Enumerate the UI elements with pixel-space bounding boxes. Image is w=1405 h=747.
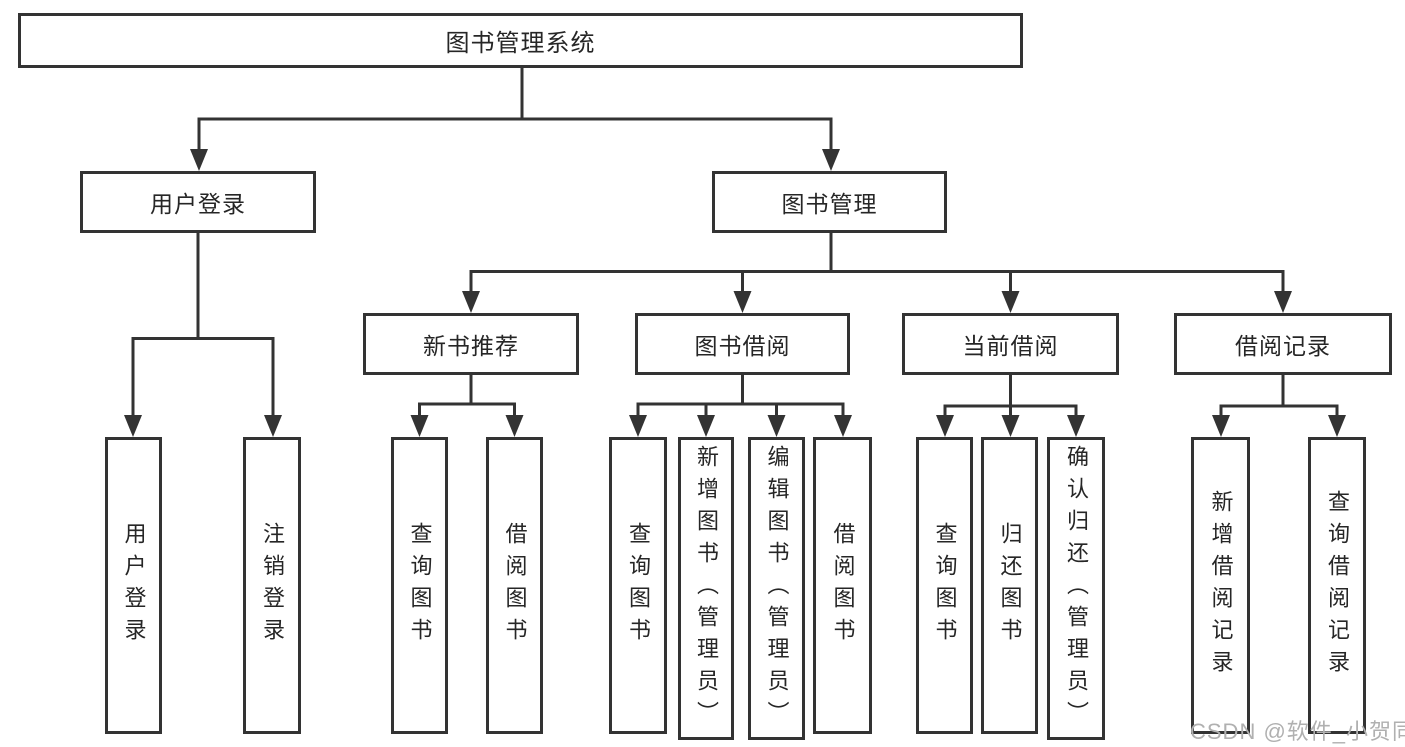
- leaf-confirm-return-admin-label: 确认归还（管理员）: [1064, 444, 1089, 733]
- leaf-logout-label: 注销登录: [260, 521, 285, 650]
- leaf-return-book-label: 归还图书: [997, 521, 1023, 650]
- leaf-add-book-admin: 新增图书（管理员）: [678, 437, 734, 740]
- leaf-logout: 注销登录: [243, 437, 301, 734]
- leaf-return-book: 归还图书: [981, 437, 1038, 734]
- leaf-borrow-books-borrow: 借阅图书: [813, 437, 872, 734]
- leaf-edit-book-admin-label: 编辑图书（管理员）: [764, 444, 790, 733]
- leaf-query-books-current-label: 查询图书: [932, 521, 958, 650]
- node-current-borrow: 当前借阅: [902, 313, 1119, 375]
- leaf-query-books-current: 查询图书: [916, 437, 973, 734]
- node-user-login: 用户登录: [80, 171, 316, 233]
- leaf-query-books-recommend: 查询图书: [391, 437, 448, 734]
- leaf-query-books-borrow-label: 查询图书: [626, 521, 651, 650]
- leaf-add-borrow-record: 新增借阅记录: [1191, 437, 1250, 734]
- csdn-watermark: CSDN @软件_小贺同学: [1190, 719, 1405, 744]
- leaf-borrow-books-recommend-label: 借阅图书: [502, 521, 528, 650]
- node-book-management: 图书管理: [712, 171, 947, 233]
- connector-root-to-level2: [190, 68, 840, 171]
- leaf-query-borrow-record-label: 查询借阅记录: [1325, 489, 1350, 682]
- leaf-borrow-books-borrow-label: 借阅图书: [830, 521, 856, 650]
- node-book-borrow: 图书借阅: [635, 313, 850, 375]
- connector-book-management-to-level3: [462, 233, 1292, 313]
- leaf-borrow-books-recommend: 借阅图书: [486, 437, 543, 734]
- leaf-edit-book-admin: 编辑图书（管理员）: [748, 437, 805, 740]
- leaf-user-login: 用户登录: [105, 437, 162, 734]
- leaf-add-book-admin-label: 新增图书（管理员）: [694, 444, 719, 733]
- leaf-query-books-recommend-label: 查询图书: [407, 521, 433, 650]
- connector-book-borrow-children: [629, 375, 852, 437]
- node-borrow-records: 借阅记录: [1174, 313, 1392, 375]
- leaf-query-borrow-record: 查询借阅记录: [1308, 437, 1366, 734]
- leaf-query-books-borrow: 查询图书: [609, 437, 667, 734]
- leaf-confirm-return-admin: 确认归还（管理员）: [1047, 437, 1105, 740]
- connector-borrow-records-children: [1212, 375, 1346, 437]
- connector-current-borrow-children: [936, 375, 1085, 437]
- connector-user-login-children: [124, 233, 282, 437]
- node-new-book-recommend: 新书推荐: [363, 313, 579, 375]
- leaf-add-borrow-record-label: 新增借阅记录: [1208, 489, 1234, 682]
- connector-new-book-recommend-children: [410, 375, 524, 437]
- leaf-user-login-label: 用户登录: [121, 521, 147, 650]
- node-library-management-system: 图书管理系统: [18, 13, 1023, 68]
